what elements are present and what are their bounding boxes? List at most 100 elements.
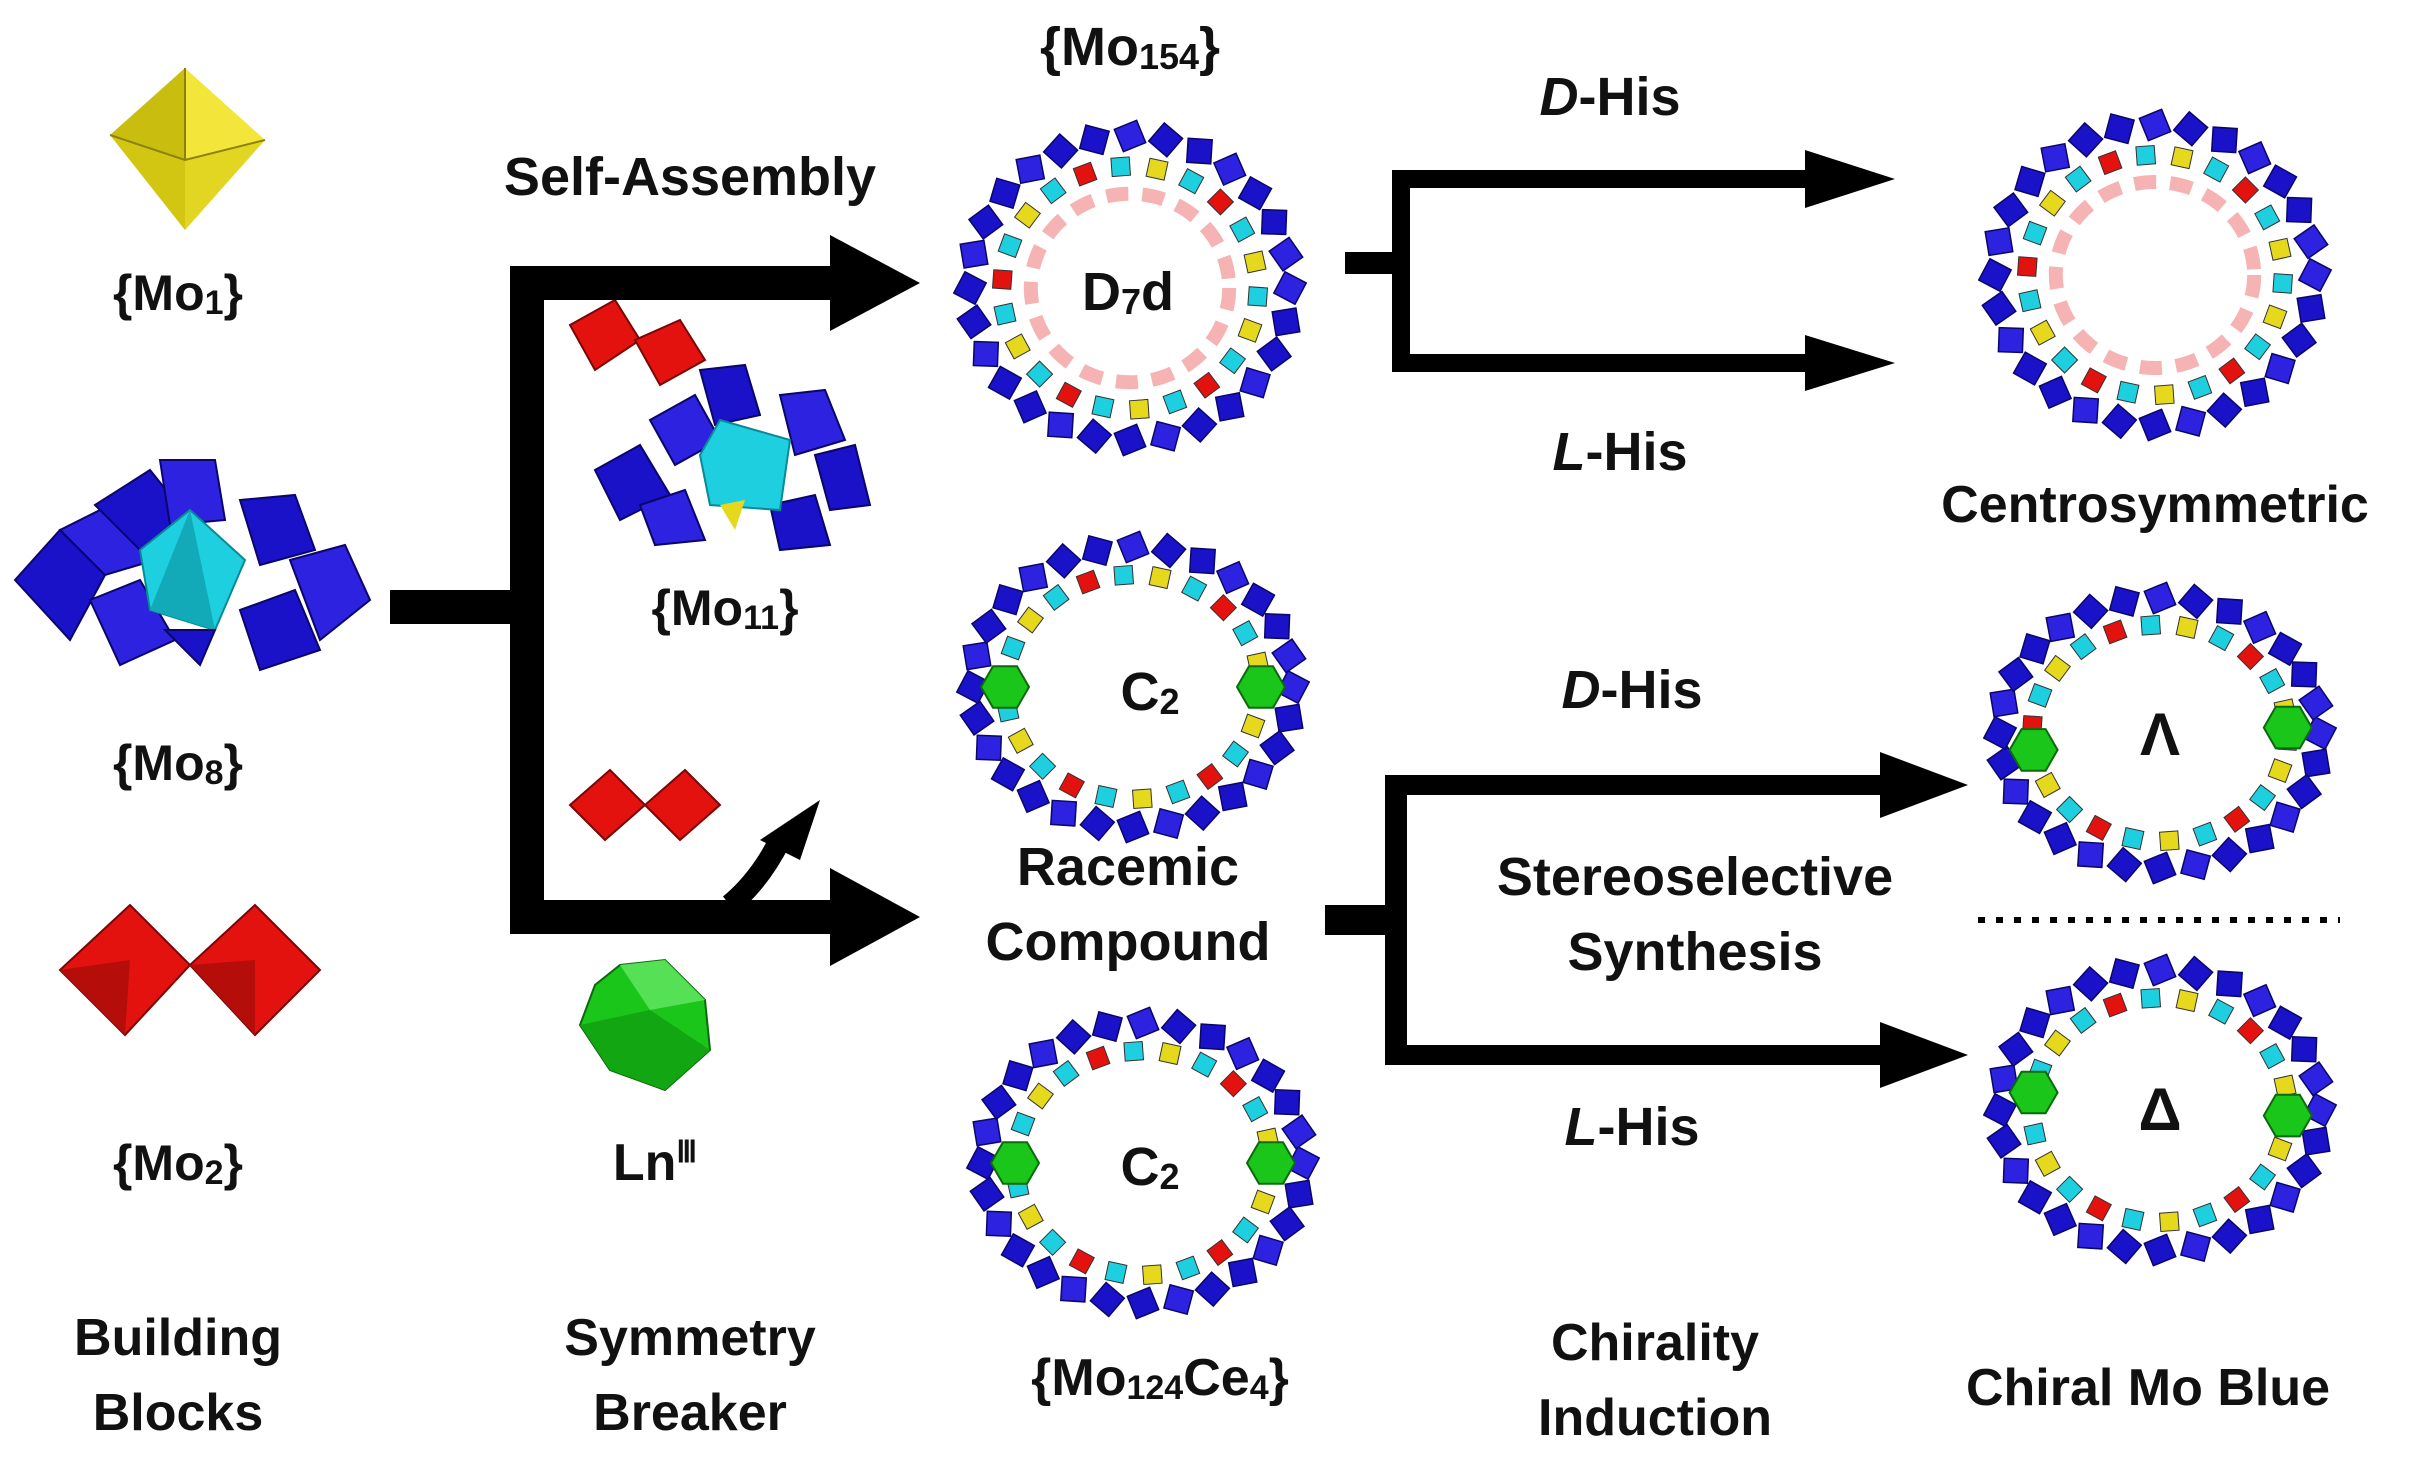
mo-center-polyhedron: [2208, 625, 2235, 652]
mo-framework-polyhedron: [1188, 547, 1216, 575]
mo-center-polyhedron: [1028, 752, 1057, 781]
centrosymmetric-ring-structure: [1977, 108, 2333, 442]
mo-framework-polyhedron: [2298, 685, 2334, 721]
mo8-label: {Mo8}: [113, 735, 243, 792]
mo-framework-polyhedron: [1078, 124, 1111, 156]
mo-framework-polyhedron: [1047, 411, 1075, 439]
mo2-unit-polyhedron: [2223, 805, 2251, 833]
mo-framework-polyhedron: [2045, 985, 2076, 1016]
lanthanide-polyhedron-icon: [578, 958, 712, 1092]
mo-center-polyhedron: [2069, 1006, 2097, 1034]
mo-center-polyhedron: [1222, 740, 1250, 768]
mo-framework-polyhedron: [2077, 1222, 2105, 1250]
mo2-unit-polyhedron: [1058, 772, 1085, 799]
mo2-pair-small-icon: [568, 768, 722, 842]
mo-framework-polyhedron: [972, 340, 1000, 368]
mo2-unit-polyhedron: [991, 269, 1013, 290]
mo-center-polyhedron: [2187, 374, 2213, 400]
mo-framework-polyhedron: [1237, 175, 1273, 211]
mo-center-polyhedron: [1042, 583, 1070, 611]
mo-framework-polyhedron: [1240, 582, 1276, 618]
inner-ring-trace: [2048, 175, 2262, 375]
mo-center-polyhedron: [1104, 1260, 1128, 1284]
mo1-unit-polyhedron: [2034, 1150, 2061, 1177]
mo-framework-polyhedron: [2211, 1218, 2248, 1255]
mo-framework-polyhedron: [990, 756, 1026, 792]
mo-framework-polyhedron: [967, 204, 1004, 240]
mo-framework-polyhedron: [2179, 848, 2212, 881]
c2-ring-structure-upper: [955, 530, 1311, 844]
mo-framework-polyhedron: [1116, 810, 1150, 844]
mo-framework-polyhedron: [1185, 137, 1213, 165]
mo-framework-polyhedron: [2281, 322, 2318, 358]
mo1-unit-polyhedron: [2175, 615, 2199, 639]
mo-framework-polyhedron: [1284, 1179, 1314, 1209]
racemic-label-line1: Racemic: [1017, 837, 1239, 897]
racemic-label-line2: Compound: [986, 912, 1271, 972]
mo2-unit-polyhedron: [1068, 1248, 1095, 1275]
mo1-unit-polyhedron: [2029, 319, 2056, 346]
c2-ring-structure-lower: [965, 1006, 1321, 1320]
mo-framework-polyhedron: [2286, 773, 2323, 810]
mo-center-polyhedron: [1178, 168, 1205, 195]
mo-center-polyhedron: [1165, 779, 1191, 805]
mo-center-polyhedron: [1000, 635, 1026, 661]
d-his-lower-label: D-His: [1561, 660, 1702, 720]
mo-framework-polyhedron: [1149, 420, 1182, 452]
mo-framework-polyhedron: [1116, 530, 1150, 564]
mo1-unit-polyhedron: [2267, 1136, 2293, 1162]
mo-center-polyhedron: [2023, 1122, 2047, 1146]
mo-framework-polyhedron: [1982, 715, 2018, 751]
mo-center-polyhedron: [1242, 1096, 1269, 1123]
mo-framework-polyhedron: [1018, 562, 1049, 593]
mo-framework-polyhedron: [2267, 1005, 2303, 1041]
mo-framework-polyhedron: [1050, 799, 1078, 827]
mo-framework-polyhedron: [2244, 1204, 2275, 1235]
mo-framework-polyhedron: [1271, 638, 1307, 674]
mo-framework-polyhedron: [2143, 953, 2177, 987]
mo-framework-polyhedron: [1113, 119, 1147, 153]
mo-center-polyhedron: [2116, 380, 2140, 404]
mo-framework-polyhedron: [2179, 1230, 2212, 1263]
mo-framework-polyhedron: [1198, 1023, 1226, 1051]
mo-framework-polyhedron: [2143, 1233, 2177, 1267]
mo-framework-polyhedron: [2210, 126, 2238, 154]
mo-framework-polyhedron: [2017, 1179, 2053, 1215]
mo-center-polyhedron: [2055, 795, 2084, 824]
mo1-unit-polyhedron: [1128, 398, 1150, 420]
mo-framework-polyhedron: [1271, 307, 1301, 337]
mo2-unit-polyhedron: [2016, 256, 2038, 277]
mo2-dimer-icon: [58, 903, 322, 1037]
mo-center-polyhedron: [2069, 633, 2097, 661]
mo-framework-polyhedron: [1256, 336, 1293, 372]
mo-center-polyhedron: [2140, 614, 2162, 636]
mo1-unit-polyhedron: [2153, 384, 2175, 406]
mo-framework-polyhedron: [1184, 795, 1221, 832]
lanthanide-site: [1235, 665, 1287, 709]
mo1-octahedron-icon: [109, 68, 266, 230]
mo-framework-polyhedron: [1997, 326, 2025, 354]
mo-framework-polyhedron: [1992, 192, 2029, 228]
mo-framework-polyhedron: [2038, 375, 2073, 410]
mo-framework-polyhedron: [987, 365, 1023, 401]
mo2-unit-polyhedron: [2102, 619, 2128, 645]
mo-center-polyhedron: [2192, 1202, 2218, 1228]
mo-framework-polyhedron: [2072, 965, 2109, 1002]
mo-center-polyhedron: [1025, 360, 1054, 388]
mo-framework-polyhedron: [2269, 801, 2301, 834]
mo-framework-polyhedron: [1150, 532, 1187, 569]
mo-framework-polyhedron: [2264, 352, 2296, 385]
mo-framework-polyhedron: [1982, 1092, 2018, 1128]
mo-framework-polyhedron: [1147, 121, 1184, 158]
building-blocks-title-line2: Blocks: [93, 1384, 264, 1442]
mo-framework-polyhedron: [1225, 1036, 1260, 1071]
mo-framework-polyhedron: [2297, 257, 2333, 293]
mo-center-polyhedron: [2272, 273, 2294, 294]
stereoselective-label-line1: Stereoselective: [1497, 847, 1893, 907]
mo8-cluster-icon: [13, 459, 372, 672]
mo1-label: {Mo1}: [113, 265, 243, 322]
mo-center-polyhedron: [1110, 156, 1132, 178]
stereoselective-label-line2: Synthesis: [1567, 922, 1822, 982]
mo-framework-polyhedron: [2138, 108, 2172, 142]
mo-framework-polyhedron: [1217, 781, 1248, 812]
